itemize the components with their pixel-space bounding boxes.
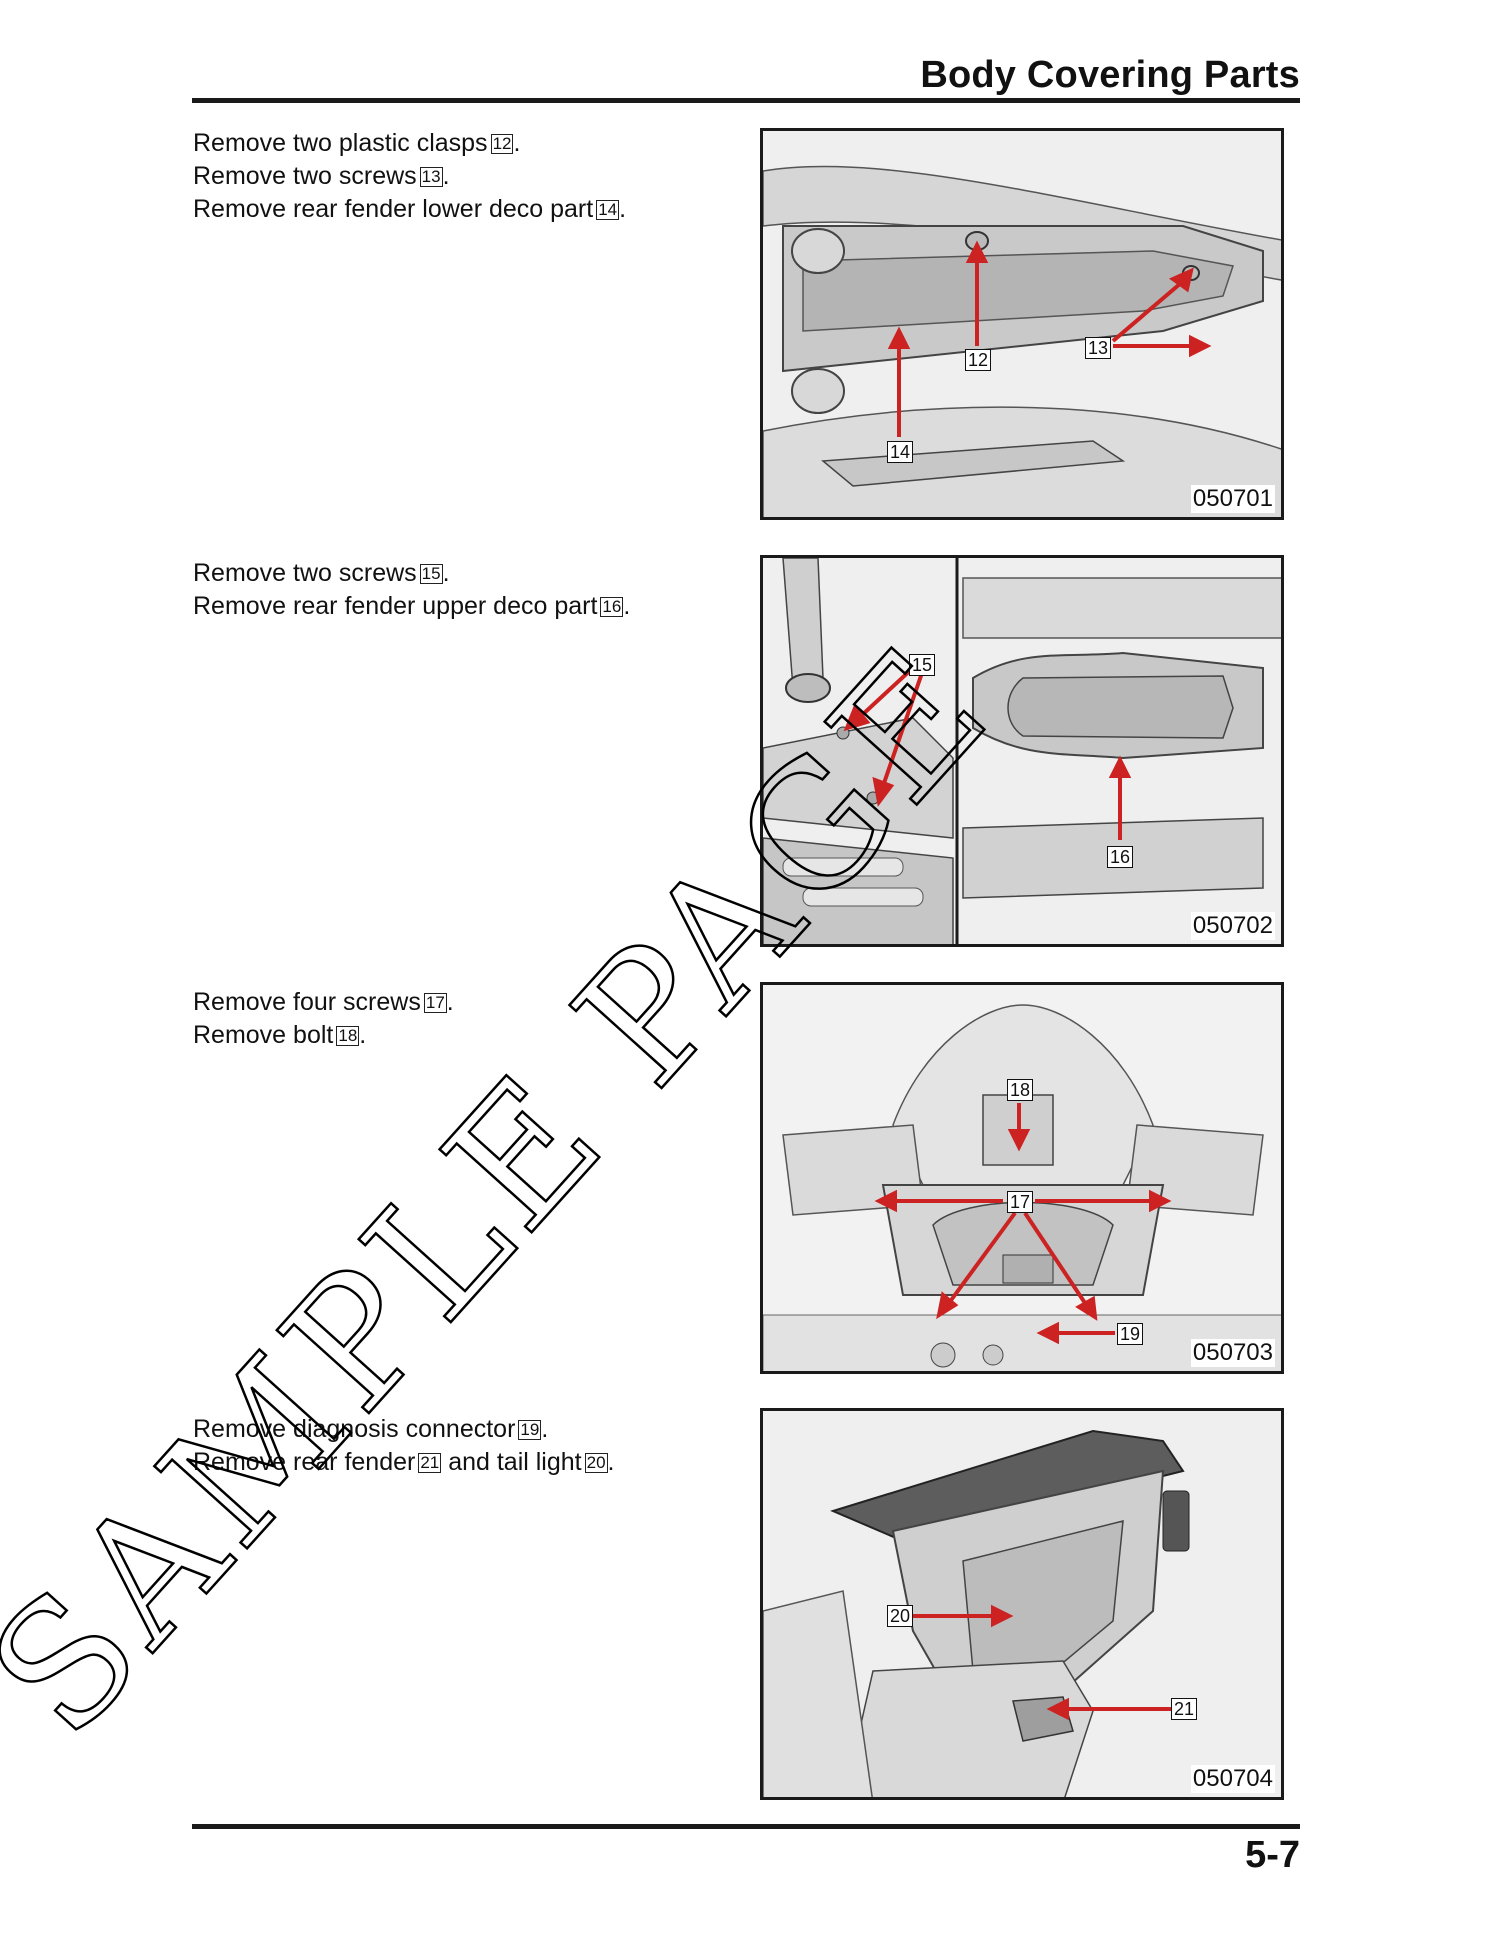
rear-fender-illustration (763, 1411, 1281, 1797)
callout-19: 19 (1117, 1323, 1144, 1345)
callout-16: 16 (1107, 846, 1134, 868)
header-rule (192, 98, 1300, 103)
callout-20: 20 (887, 1605, 914, 1627)
callout-17: 17 (1007, 1191, 1034, 1213)
rear-frame-illustration (763, 985, 1281, 1371)
figure-code: 050702 (1190, 912, 1275, 940)
figure-050702: 15 16 050702 (760, 555, 1284, 947)
fender-lower-illustration (763, 131, 1281, 517)
ref-box: 15 (419, 564, 443, 584)
figure-code: 050704 (1190, 1765, 1275, 1793)
callout-12: 12 (965, 349, 992, 371)
ref-box: 14 (596, 200, 620, 220)
callout-15: 15 (909, 654, 936, 676)
ref-box: 20 (584, 1453, 608, 1473)
fender-upper-illustration (763, 558, 1281, 944)
ref-box: 21 (418, 1453, 442, 1473)
callout-14: 14 (887, 441, 914, 463)
ref-box: 13 (419, 167, 443, 187)
figure-050701: 12 13 14 050701 (760, 128, 1284, 520)
callout-13: 13 (1085, 337, 1112, 359)
figure-050704: 20 21 050704 (760, 1408, 1284, 1800)
figure-code: 050701 (1190, 485, 1275, 513)
figure-050703: 18 17 19 050703 (760, 982, 1284, 1374)
figure-code: 050703 (1190, 1339, 1275, 1367)
page-number: 5-7 (1245, 1834, 1300, 1876)
ref-box: 16 (600, 597, 624, 617)
ref-box: 17 (423, 993, 447, 1013)
ref-box: 18 (336, 1026, 360, 1046)
ref-box: 12 (490, 134, 514, 154)
ref-box: 19 (518, 1420, 542, 1440)
callout-21: 21 (1171, 1698, 1198, 1720)
page-title: Body Covering Parts (920, 54, 1300, 96)
footer-rule (192, 1824, 1300, 1829)
callout-18: 18 (1007, 1079, 1034, 1101)
